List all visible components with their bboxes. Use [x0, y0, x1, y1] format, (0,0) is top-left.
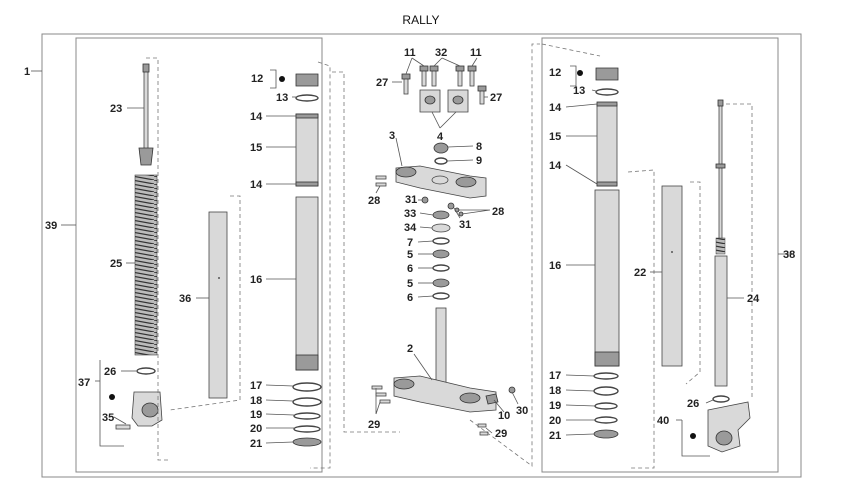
label-17-left: 17 — [250, 380, 262, 392]
label-26-left: 26 — [104, 366, 116, 378]
label-36: 36 — [179, 293, 191, 305]
label-39: 39 — [45, 220, 57, 232]
label-13-left: 13 — [276, 92, 288, 104]
label-5-top: 5 — [407, 249, 413, 261]
bolts-28-left-part — [375, 175, 387, 187]
label-18-left: 18 — [250, 395, 262, 407]
upper-tube-left-part — [295, 113, 319, 187]
steering-nut-part — [433, 142, 449, 154]
bolts-top-part — [401, 65, 487, 105]
label-24: 24 — [747, 293, 760, 305]
label-3: 3 — [389, 130, 395, 142]
label-1: 1 — [24, 66, 30, 78]
label-7: 7 — [407, 237, 413, 249]
label-16-left: 16 — [250, 274, 262, 286]
axle-clamp-left-part — [115, 391, 163, 430]
leader-lines — [31, 57, 791, 457]
diagram-title: RALLY — [402, 13, 439, 27]
seal-stack-left-part — [292, 382, 322, 447]
upper-triple-clamp-part — [395, 165, 487, 199]
label-37: 37 — [78, 377, 90, 389]
label-21-left: 21 — [250, 438, 262, 450]
cartridge-24-part — [714, 99, 728, 387]
label-4: 4 — [437, 131, 444, 143]
outer-frame — [41, 33, 802, 478]
label-30: 30 — [516, 405, 528, 417]
label-31-right: 31 — [459, 219, 471, 231]
label-25: 25 — [110, 258, 122, 270]
label-40: 40 — [657, 415, 669, 427]
tube-36-part — [208, 211, 228, 399]
label-11-left: 11 — [404, 47, 416, 59]
axle-clamp-right-part — [707, 401, 751, 453]
label-19-right: 19 — [549, 400, 561, 412]
label-28-right: 28 — [492, 206, 504, 218]
label-14-right-top: 14 — [549, 102, 562, 114]
label-5-bottom: 5 — [407, 278, 413, 290]
label-9: 9 — [476, 155, 482, 167]
cartridge-rod-part — [138, 63, 154, 166]
label-29-right: 29 — [495, 428, 507, 440]
right-leg-frame — [541, 37, 779, 473]
label-2: 2 — [407, 343, 413, 355]
label-13-right: 13 — [573, 85, 585, 97]
label-27-left: 27 — [376, 77, 388, 89]
label-20-right: 20 — [549, 415, 561, 427]
label-16-right: 16 — [549, 260, 561, 272]
label-19-left: 19 — [250, 409, 262, 421]
label-33: 33 — [404, 208, 416, 220]
label-11-right: 11 — [470, 47, 482, 59]
label-18-right: 18 — [549, 385, 561, 397]
outer-tube-right-part — [594, 189, 620, 367]
label-12-right: 12 — [549, 67, 561, 79]
label-28-left: 28 — [368, 195, 380, 207]
bullet-dot-left — [109, 394, 115, 400]
label-12-left: 12 — [251, 73, 263, 85]
label-26-right: 26 — [687, 398, 699, 410]
lower-triple-clamp-part — [393, 307, 497, 413]
label-35: 35 — [102, 412, 114, 424]
ring-26-left-part — [136, 367, 156, 375]
fork-cap-right-part — [595, 67, 619, 96]
label-14-right-bottom: 14 — [549, 160, 562, 172]
label-20-left: 20 — [250, 423, 262, 435]
label-23: 23 — [110, 103, 122, 115]
label-6-bottom: 6 — [407, 292, 413, 304]
label-15-left: 15 — [250, 142, 262, 154]
label-29-left: 29 — [368, 419, 380, 431]
label-32: 32 — [435, 47, 447, 59]
bullet-dot-cap-left — [279, 76, 285, 82]
label-15-right: 15 — [549, 131, 561, 143]
outer-tube-left-part — [295, 196, 319, 371]
bullet-dot-cap-right — [577, 70, 583, 76]
label-17-right: 17 — [549, 370, 561, 382]
seal-stack-right-part — [593, 372, 619, 439]
left-leg-frame — [75, 37, 323, 473]
bolts-29-left-part — [371, 385, 391, 404]
ring-26-right-part — [712, 395, 730, 403]
label-22: 22 — [634, 267, 646, 279]
handlebar-clamps-part — [419, 89, 469, 113]
label-6-top: 6 — [407, 263, 413, 275]
washer-9-part — [434, 157, 448, 165]
upper-tube-right-part — [596, 101, 618, 187]
bullet-dot-right — [690, 433, 696, 439]
label-27-right: 27 — [490, 92, 502, 104]
label-31-left: 31 — [405, 194, 417, 206]
label-14-left-top: 14 — [250, 111, 263, 123]
label-14-left-bottom: 14 — [250, 179, 263, 191]
part-labels: 1 39 23 25 36 26 37 35 12 13 14 15 14 16… — [24, 47, 795, 450]
label-21-right: 21 — [549, 430, 561, 442]
label-10: 10 — [498, 410, 510, 422]
label-8: 8 — [476, 141, 482, 153]
label-34: 34 — [404, 222, 417, 234]
label-38: 38 — [783, 249, 795, 261]
tube-22-part — [661, 185, 683, 367]
fork-cap-left-part — [295, 73, 319, 102]
spring-part — [134, 174, 158, 356]
